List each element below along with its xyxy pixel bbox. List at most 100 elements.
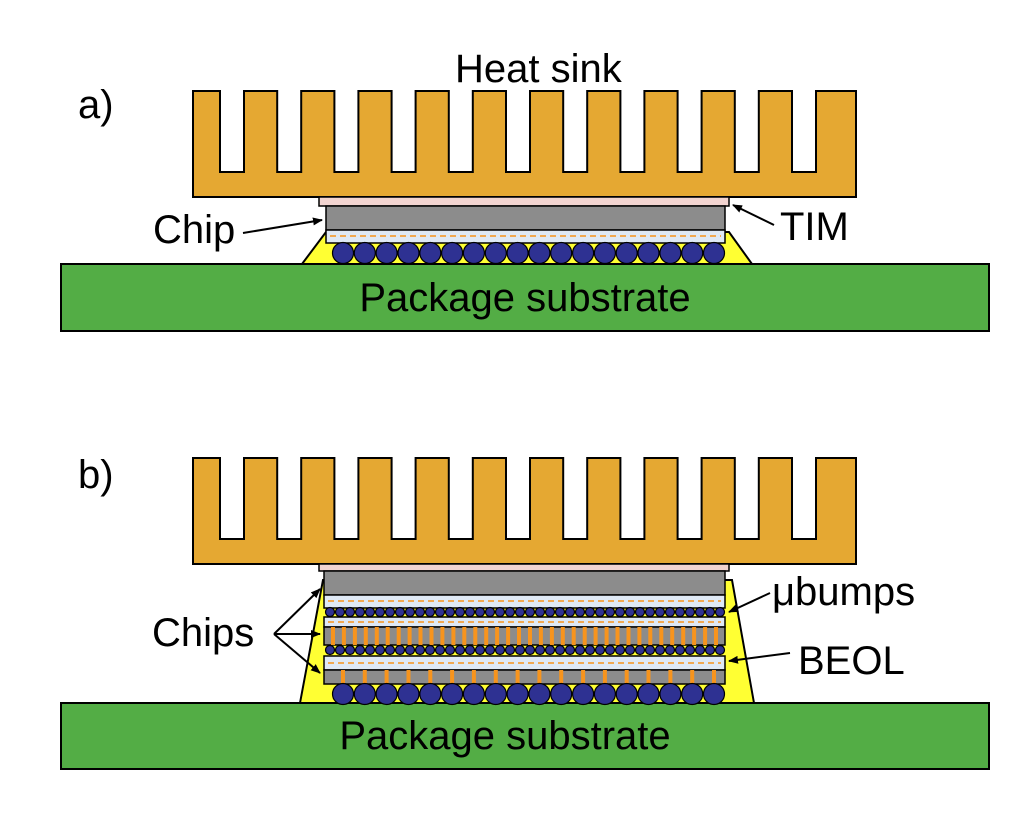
package-substrate-a-label: Package substrate [359, 276, 690, 320]
ubump [414, 606, 426, 618]
ubump [474, 644, 486, 656]
ubump [534, 644, 546, 656]
ubump [644, 644, 656, 656]
tsv [571, 627, 576, 645]
c4-bump [441, 682, 464, 706]
ubump [654, 606, 666, 618]
tim-layer-a [318, 196, 730, 207]
ubump [394, 606, 406, 618]
c4-bump [353, 682, 376, 706]
tsv [537, 670, 542, 684]
tsv [406, 670, 411, 684]
ubump [354, 606, 366, 618]
tsv [462, 627, 467, 645]
heat-sink-label: Heat sink [455, 47, 623, 91]
ubump [404, 644, 416, 656]
ubump [524, 606, 536, 618]
ubump [444, 606, 456, 618]
tsv [440, 627, 445, 645]
chips-label: Chips [152, 611, 254, 655]
ubump [374, 606, 386, 618]
ubump [384, 644, 396, 656]
ubump [604, 606, 616, 618]
tsv [581, 670, 586, 684]
ubump [584, 606, 596, 618]
tsv [493, 670, 498, 684]
chip-silicon-a [325, 205, 726, 231]
ubump [384, 606, 396, 618]
c4-bump [484, 682, 507, 706]
ubump [474, 606, 486, 618]
tsv [506, 627, 511, 645]
tsv [515, 670, 520, 684]
c4-bump [593, 682, 617, 706]
ubump [424, 606, 436, 618]
tsv [352, 627, 357, 645]
c4-bump [441, 241, 464, 265]
beol-arrow [728, 652, 791, 664]
tsv [429, 627, 434, 645]
ubump [664, 606, 676, 618]
c4-bump [637, 241, 660, 265]
ubump [484, 644, 496, 656]
tsv [331, 627, 335, 645]
ubump [634, 606, 646, 618]
tsv [341, 670, 345, 684]
chip-label: Chip [153, 208, 235, 252]
ubump [604, 644, 616, 656]
tsv [624, 670, 629, 684]
ubump [524, 644, 536, 656]
tsv [626, 627, 631, 645]
ubumps-arrow [728, 592, 771, 613]
ubump [334, 606, 346, 618]
c4-bump [506, 241, 529, 265]
chip-arrow [242, 217, 323, 234]
ubump [664, 644, 676, 656]
heat-sink-a [192, 90, 857, 198]
tim-arrow [732, 204, 775, 226]
tsv [396, 627, 401, 645]
ubump [494, 644, 506, 656]
ubump [714, 644, 726, 656]
ubump [454, 606, 466, 618]
tsv [450, 670, 455, 684]
panel-a: a) Heat sink Package substrate Chip TIM [60, 47, 990, 332]
tsv [615, 627, 620, 645]
ubump [434, 606, 446, 618]
ubump [554, 606, 566, 618]
ubump [464, 606, 476, 618]
ubump [704, 644, 716, 656]
tsv [559, 670, 564, 684]
tsv [549, 627, 554, 645]
tsv [473, 627, 478, 645]
panel-b: b) Package substrate Chips μbumps [60, 453, 990, 770]
ubump [344, 644, 356, 656]
c4-bump [681, 241, 704, 265]
tsv [451, 627, 456, 645]
ubump [334, 644, 346, 656]
package-substrate-a [60, 263, 990, 332]
tsv [602, 670, 607, 684]
middle-chip-beol-top [323, 616, 726, 628]
c4-bump [593, 241, 617, 265]
ubump [594, 644, 606, 656]
ubumps-row-2 [324, 644, 726, 656]
tsv [646, 670, 651, 684]
c4-bump [615, 682, 638, 706]
bottom-chip-silicon [323, 669, 726, 685]
ubump [694, 644, 706, 656]
ubump [584, 644, 596, 656]
ubump [624, 606, 636, 618]
c4-bump [484, 241, 507, 265]
c4-bump [702, 682, 726, 706]
ubump [374, 644, 386, 656]
tsv [560, 627, 565, 645]
c4-bump [419, 682, 442, 706]
c4-bump [681, 682, 704, 706]
c4-bump [550, 682, 573, 706]
c4-bump [550, 241, 573, 265]
tsv [582, 627, 587, 645]
c4-bump [571, 682, 595, 706]
